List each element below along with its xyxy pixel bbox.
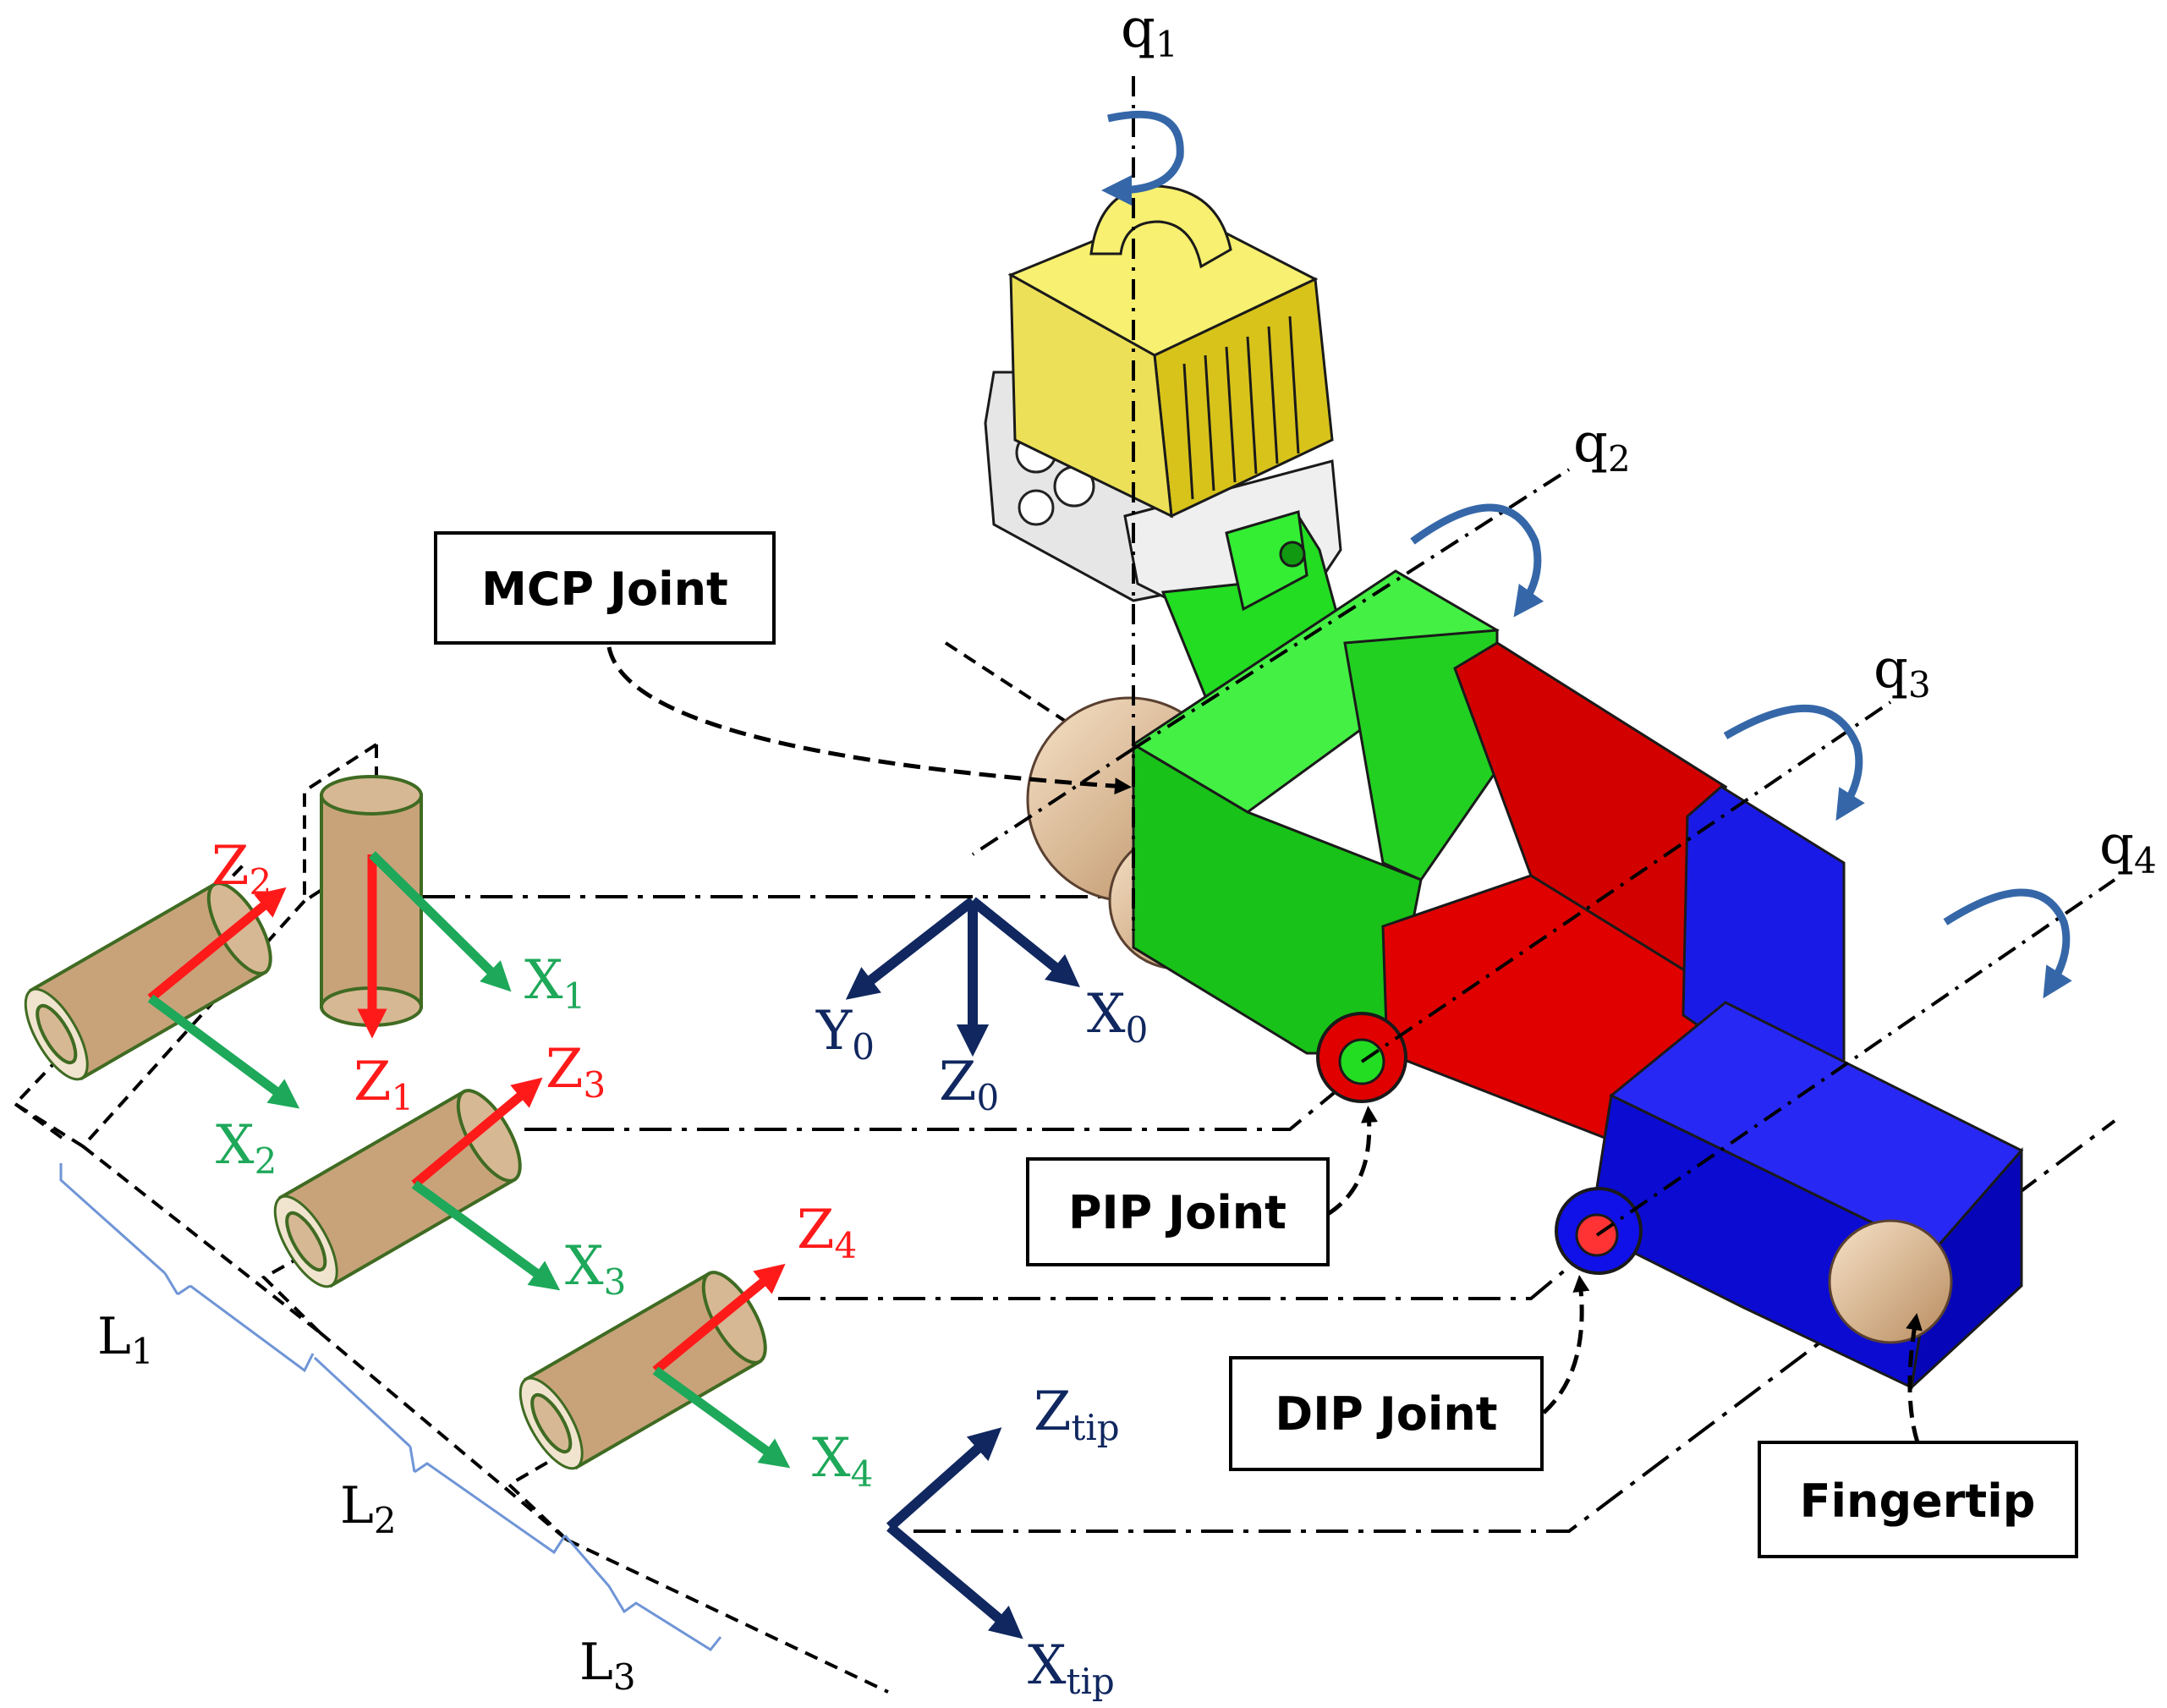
x3-label: X3	[565, 1235, 626, 1303]
z4-arrow	[652, 1263, 786, 1375]
dip-callout-text: DIP Joint	[1275, 1387, 1497, 1441]
q3-rotation-arrow	[1723, 704, 1865, 821]
x1-label: X1	[524, 949, 585, 1017]
q4-rotation-arrow	[1943, 888, 2072, 999]
joint-cylinder-4	[518, 1271, 767, 1470]
ztip-label: Ztip	[1034, 1381, 1120, 1448]
ztip-arrow	[886, 1427, 1002, 1531]
finger-cad-model	[984, 184, 2024, 1392]
brace-l1	[59, 1163, 315, 1373]
mcp-callout-box	[434, 531, 776, 645]
schematic-chain: Z2 X1 Z1 X2 Z3 X3 Z4 X4 L1 L2 L3 Ztip Xt…	[12, 743, 1120, 1702]
q4-label: q4	[2099, 814, 2157, 881]
x0-arrow	[969, 897, 1080, 988]
green-bracket-hole	[1279, 541, 1306, 568]
mcp-leader	[606, 646, 1132, 795]
joint-axes: q1 q2 q3 q4	[971, 0, 2157, 1237]
l3-label: L3	[579, 1633, 636, 1698]
fingertip-sphere	[1828, 1219, 1953, 1344]
housing-hole-3	[1018, 489, 1055, 526]
q1-rotation-arrow	[1101, 110, 1184, 206]
q2-label: q2	[1573, 412, 1631, 480]
link-outline-2	[14, 1102, 321, 1334]
y0-arrow	[845, 897, 976, 1000]
q3-axis	[1360, 700, 1892, 1063]
base-frame: Y0 Z0 X0	[815, 897, 1148, 1118]
distal-link-tip-face	[1909, 1147, 2023, 1392]
l1-label: L1	[97, 1307, 154, 1372]
z3-label: Z3	[546, 1038, 606, 1106]
callouts: MCP Joint PIP Joint DIP Joint Fingertip	[434, 531, 2078, 1558]
joint-cylinder-2	[24, 881, 272, 1081]
dip-leader	[1542, 1275, 1590, 1414]
x2-arrow	[147, 994, 300, 1109]
y0-label: Y0	[815, 1000, 875, 1068]
z1-label: Z1	[354, 1051, 414, 1118]
x2-label: X2	[216, 1114, 277, 1182]
x3-arrow	[411, 1180, 561, 1291]
x4-label: X4	[812, 1427, 873, 1495]
q2-axis-lower	[971, 747, 1135, 856]
xtip-arrow	[886, 1523, 1023, 1639]
mcp-callout-text: MCP Joint	[481, 563, 728, 616]
green-bracket-post	[1225, 510, 1308, 612]
brace-l3	[563, 1535, 722, 1651]
fingertip-leader	[1906, 1313, 1923, 1443]
dip-callout-box	[1229, 1356, 1544, 1471]
z4-label: Z4	[797, 1199, 857, 1266]
q2-rotation-arrow	[1410, 503, 1544, 618]
z2-label: Z2	[211, 835, 272, 903]
q4-axis	[1595, 878, 2116, 1237]
q1-label: q1	[1121, 0, 1178, 65]
proximal-link-side	[1343, 629, 1499, 881]
x4-arrow	[652, 1366, 791, 1469]
actuator-ribs	[1182, 316, 1300, 500]
z2-arrow	[147, 887, 287, 1002]
x0-label: X0	[1087, 983, 1148, 1051]
xtip-label: Xtip	[1028, 1634, 1115, 1702]
l2-label: L2	[340, 1476, 397, 1541]
brace-l2	[313, 1356, 567, 1555]
x1-arrow	[369, 851, 512, 992]
pip-leader	[1326, 1106, 1378, 1216]
fingertip-callout-box	[1758, 1441, 2078, 1558]
joint-cylinder-3	[273, 1089, 522, 1288]
pip-callout-text: PIP Joint	[1068, 1186, 1286, 1239]
q3-label: q3	[1873, 638, 1931, 706]
z0-label: Z0	[939, 1051, 999, 1118]
q2-axis	[1132, 468, 1571, 750]
fingertip-callout-text: Fingertip	[1800, 1475, 2036, 1528]
pip-callout-box	[1026, 1157, 1330, 1266]
actuator-yellow-front	[1009, 272, 1173, 519]
z3-arrow	[411, 1077, 543, 1189]
